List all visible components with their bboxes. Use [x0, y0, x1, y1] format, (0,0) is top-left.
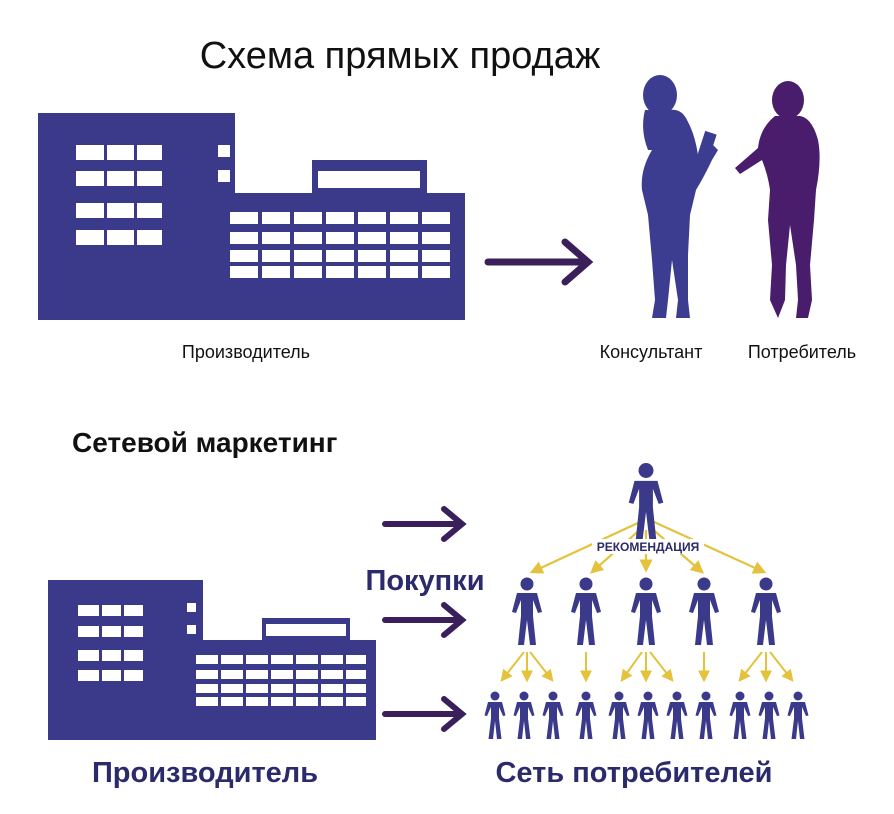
consumer-silhouette-icon	[735, 81, 820, 318]
person-small-icon	[484, 691, 506, 739]
recommendation-arrows-lower	[500, 651, 794, 683]
person-small-icon	[666, 691, 688, 739]
person-icon	[628, 463, 664, 541]
person-icon	[512, 577, 542, 645]
arrow-icon	[382, 506, 467, 542]
consumer-network-label: Сеть потребителей	[495, 757, 772, 789]
person-small-icon	[787, 691, 809, 739]
person-small-icon	[729, 691, 751, 739]
person-small-icon	[575, 691, 597, 739]
person-small-icon	[637, 691, 659, 739]
arrow-icon	[382, 696, 467, 732]
network-manufacturer-label: Производитель	[92, 757, 318, 789]
person-small-icon	[513, 691, 535, 739]
person-small-icon	[695, 691, 717, 739]
person-icon	[751, 577, 781, 645]
person-icon	[631, 577, 661, 645]
person-small-icon	[542, 691, 564, 739]
person-small-icon	[608, 691, 630, 739]
recommendation-label: РЕКОМЕНДАЦИЯ	[597, 540, 700, 554]
network-manufacturer-building-icon	[48, 580, 376, 740]
arrow-icon	[382, 602, 467, 638]
direct-arrow-icon	[484, 238, 594, 286]
consultant-label: Консультант	[600, 342, 703, 362]
consultant-silhouette-icon	[641, 75, 718, 318]
manufacturer-building-icon	[38, 113, 465, 320]
purchases-label: Покупки	[365, 565, 484, 597]
direct-sales-title: Схема прямых продаж	[200, 35, 601, 77]
person-small-icon	[758, 691, 780, 739]
consumer-label: Потребитель	[748, 342, 856, 362]
purchase-arrows	[382, 506, 467, 732]
person-icon	[689, 577, 719, 645]
direct-manufacturer-label: Производитель	[182, 342, 310, 362]
network-marketing-title: Сетевой маркетинг	[72, 427, 337, 458]
person-icon	[571, 577, 601, 645]
